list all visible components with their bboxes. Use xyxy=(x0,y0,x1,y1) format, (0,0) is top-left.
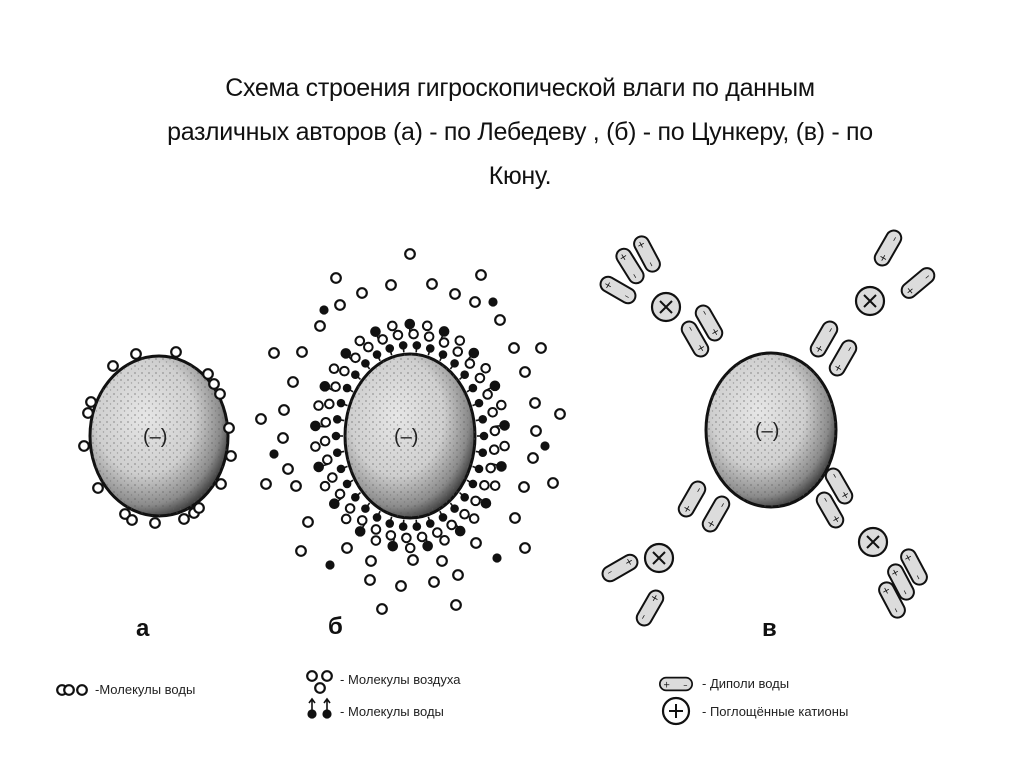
title-line-1: Схема строения гигроскопической влаги по… xyxy=(225,74,815,102)
panel-label-b: б xyxy=(328,613,343,640)
legend-b-water-molecule-icon xyxy=(307,697,332,719)
particle-a-charge: (–) xyxy=(143,426,168,448)
panel-v-kuhn xyxy=(596,226,939,630)
panel-b-tsunker xyxy=(255,248,566,615)
water-molecules-arrows xyxy=(310,318,510,554)
title-line-3: Кюну. xyxy=(488,162,552,190)
slide-title: Схема строения гигроскопической влаги по… xyxy=(40,66,1000,198)
particle-b-charge: (–) xyxy=(394,426,419,448)
legend-b-water-text: - Молекулы воды xyxy=(340,704,444,719)
legend-v-dipole-text: - Диполи воды xyxy=(702,676,790,691)
particle-v-charge: (–) xyxy=(755,420,780,442)
panel-label-v: в xyxy=(762,615,777,642)
panel-a-lebedev xyxy=(78,346,237,529)
legend-a-water-text: -Молекулы воды xyxy=(95,682,196,697)
panel-label-a: а xyxy=(136,615,150,642)
legend-b-air-molecule-icon xyxy=(306,670,333,694)
title-line-2: различных авторов (а) - по Лебедеву , (б… xyxy=(167,118,873,146)
legend-v-cation-text: - Поглощённые катионы xyxy=(702,704,849,719)
legend-v-dipole-icon xyxy=(658,676,694,692)
legend-a-water-molecule-icon xyxy=(56,684,88,696)
legend-v-cation-icon xyxy=(661,696,691,726)
legend-b-air-text: - Молекулы воздуха xyxy=(340,672,461,687)
